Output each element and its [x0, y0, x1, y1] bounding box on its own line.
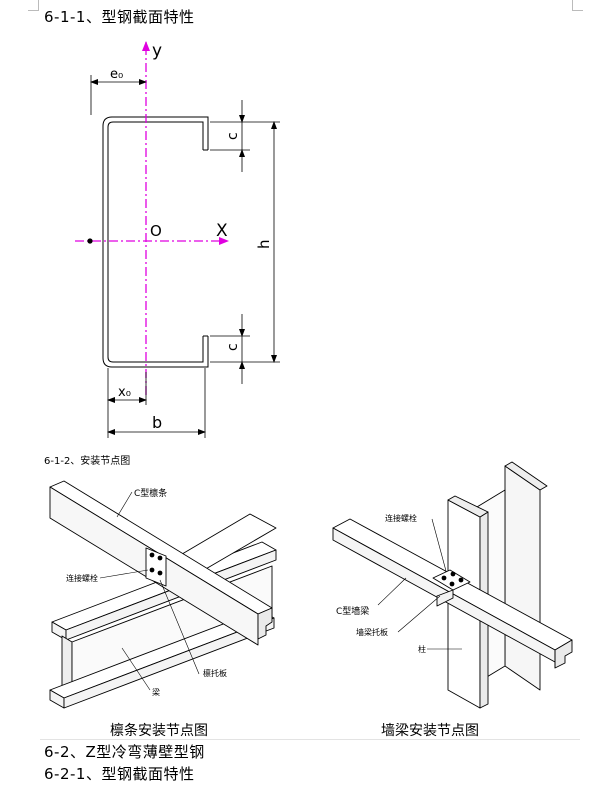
- divider-line: [40, 739, 580, 740]
- heading-6-1-1: 6-1-1、型钢截面特性: [44, 8, 195, 26]
- b-dimension: [107, 368, 206, 438]
- h-label: h: [255, 239, 273, 249]
- label-wall-bolt: 连接螺栓: [385, 514, 417, 523]
- caption-wall-girt-node: 墙梁安装节点图: [381, 723, 479, 739]
- caption-purlin-node: 檩条安装节点图: [110, 723, 208, 739]
- label-girt-bracket: 墙梁托板: [356, 628, 388, 637]
- e0-label: e₀: [110, 67, 123, 82]
- axes: [75, 41, 229, 395]
- heading-6-1-2: 6-1-2、安装节点图: [44, 456, 131, 467]
- label-column: 柱: [418, 645, 426, 654]
- c-profile: [102, 116, 209, 368]
- c-bottom-dimension: [210, 314, 250, 384]
- x0-dimension: [107, 368, 147, 438]
- page-corner-mark: [28, 0, 39, 11]
- c-top-dimension: [210, 100, 250, 172]
- shear-center-dot: [87, 238, 93, 244]
- heading-6-2: 6-2、Z型冷弯薄壁型钢: [44, 743, 205, 761]
- e0-dimension: [90, 75, 147, 115]
- c-section-diagram: y X O e₀ h c c x₀ b: [75, 41, 280, 438]
- label-c-girt: C型墙梁: [336, 607, 370, 617]
- c-bottom-label: c: [225, 343, 241, 351]
- page-corner-mark: [572, 0, 583, 11]
- purlin-node-figure: [49, 480, 277, 709]
- y-axis-label: y: [152, 41, 162, 61]
- origin-label: O: [150, 222, 162, 240]
- label-purlin-bolt: 连接螺栓: [66, 574, 98, 583]
- x-axis-label: X: [216, 221, 228, 241]
- h-dimension: [210, 121, 280, 363]
- label-purlin-bracket: 檩托板: [203, 669, 227, 678]
- label-c-purlin: C型檩条: [134, 489, 168, 499]
- heading-6-2-1: 6-2-1、型钢截面特性: [44, 765, 195, 783]
- x0-label: x₀: [118, 385, 131, 400]
- c-top-label: c: [225, 132, 241, 140]
- label-beam: 梁: [152, 688, 160, 697]
- wall-girt-node-figure: [332, 461, 573, 709]
- b-label: b: [152, 413, 162, 432]
